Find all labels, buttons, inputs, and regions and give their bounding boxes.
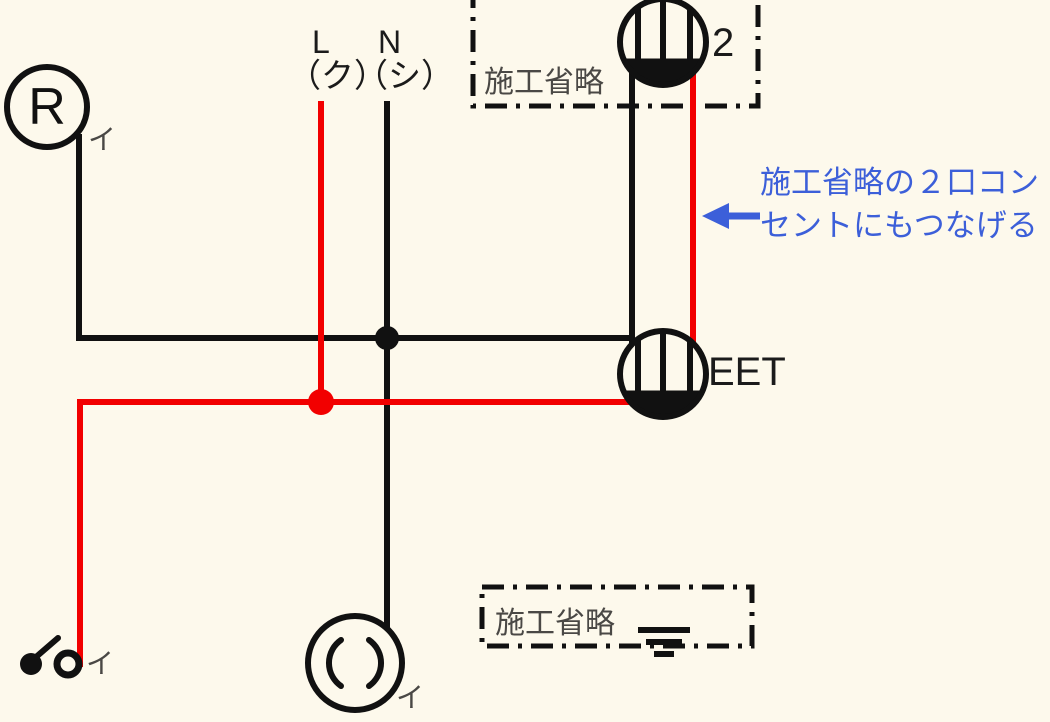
omitted-note-bottom-right: 施工省略 [495,607,615,640]
source-symbol-r-label: R [28,78,66,136]
annotation-text-line2: セントにもつなげる [760,208,1038,243]
wire-neutral-from-source [76,134,635,341]
junction-dot-live [308,389,334,415]
source-circuit-mark: イ [88,124,117,155]
outlet-eet [617,328,709,420]
omitted-box-top-right [470,0,761,109]
annotation-arrow-icon [702,203,760,229]
annotation-text-line1: 施工省略の２口コン [760,165,1039,200]
source-symbol-r: R [4,64,90,150]
lamp-circuit-mark: イ [396,682,425,713]
ceiling-lamp-symbol [305,613,405,713]
switch-circuit-mark: イ [86,648,115,679]
line-l-sub-label: （ク） [288,57,387,94]
junction-dot-neutral [375,326,399,350]
ground-earth-symbol [638,627,690,657]
line-l-label: L [312,24,330,60]
omitted-note-top-right: 施工省略 [484,66,604,99]
omitted-box-bottom-right [479,584,755,649]
wall-switch-symbol [20,635,83,679]
line-n-label: N [378,24,402,60]
outlet-top-count-label: 2 [712,21,735,65]
wire-live-to-switch [77,399,324,667]
line-n-sub-label: （シ） [355,57,454,94]
outlet-eet-label: EET [708,350,786,394]
